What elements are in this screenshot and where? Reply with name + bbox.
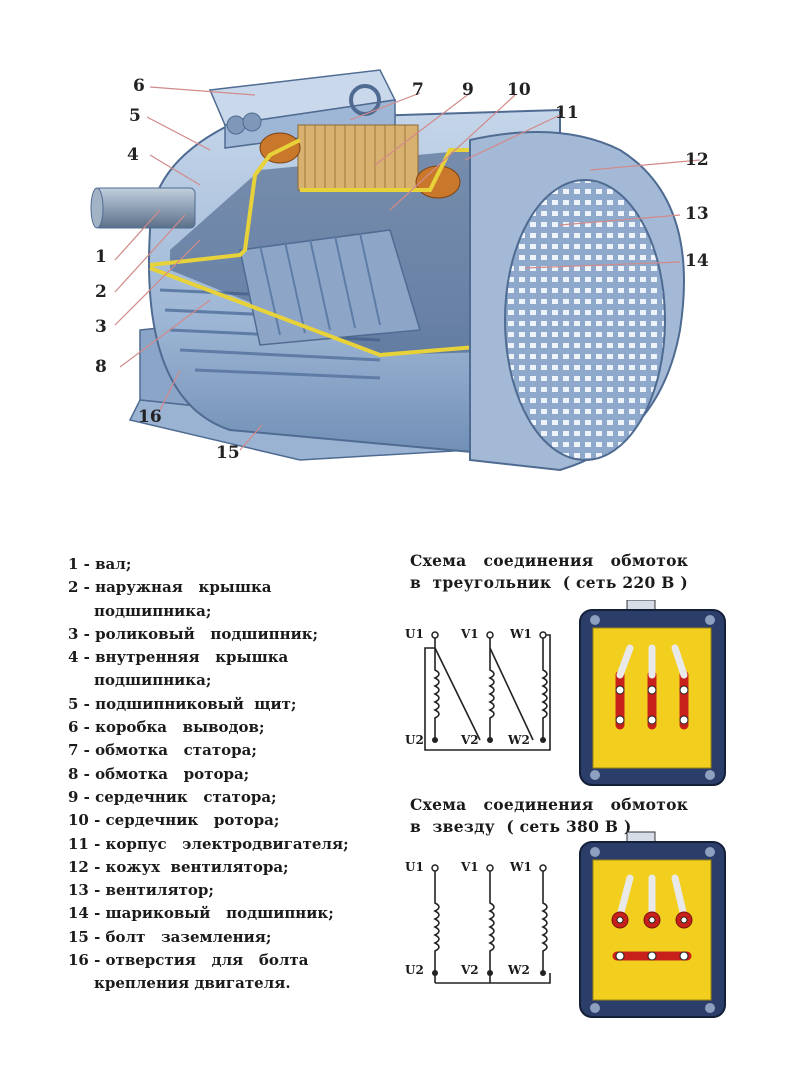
delta-label-w1: W1 — [510, 627, 532, 641]
motor-cutaway-illustration — [90, 69, 701, 472]
legend-item-text: внутренняя крышка — [95, 648, 289, 667]
legend-item-number: 7 - — [68, 741, 96, 760]
legend-item: 6 - коробка выводов; — [68, 716, 388, 739]
star-label-w2: W2 — [508, 963, 530, 977]
legend-item-number: 1 - — [68, 555, 96, 573]
star-coils — [433, 868, 551, 984]
legend-item: 8 - обмотка ротора; — [68, 763, 388, 786]
legend-item-text: вал; — [95, 555, 132, 573]
legend-item-number: 4 - — [68, 648, 96, 667]
callout-9: 9 — [462, 80, 474, 100]
legend-item-number: 16 - — [68, 951, 106, 970]
legend-item: 4 - внутренняя крышка — [68, 646, 388, 669]
legend-item-text: вентилятор; — [105, 881, 214, 900]
legend-item-number: 13 - — [68, 881, 106, 900]
delta-label-w2: W2 — [508, 733, 530, 747]
delta-label-v1: V1 — [461, 627, 479, 641]
legend-item: 12 - кожух вентилятора; — [68, 856, 388, 879]
legend-item-text: коробка выводов; — [95, 718, 265, 737]
legend-item-number: 12 - — [68, 857, 106, 876]
legend-item: 14 - шариковый подшипник; — [68, 902, 388, 925]
legend-item-number: 2 - — [68, 578, 96, 597]
legend-item-number: 11 - — [68, 834, 106, 853]
legend-item-text: корпус электродвигателя; — [105, 834, 349, 853]
delta-wiring-diagram — [424, 600, 726, 786]
delta-scheme-title-line2: в треугольник ( сеть 220 В ) — [410, 573, 689, 592]
delta-scheme-title-line1: Схема соединения обмоток — [410, 551, 689, 570]
legend-item: 3 - роликовый подшипник; — [68, 623, 388, 646]
legend-item-text: сердечник ротора; — [105, 811, 280, 830]
fan-cover — [469, 131, 685, 472]
callout-1: 1 — [95, 247, 107, 267]
legend-item: 10 - сердечник ротора; — [68, 809, 388, 832]
star-scheme-title-line2: в звезду ( сеть 380 В ) — [410, 817, 632, 836]
callout-5: 5 — [129, 106, 141, 126]
star-scheme-title-line1: Схема соединения обмоток — [410, 795, 689, 814]
legend-item-number: 10 - — [68, 811, 106, 830]
legend-item-continuation: подшипника; — [94, 671, 212, 690]
callout-7: 7 — [412, 80, 424, 100]
callout-6: 6 — [133, 76, 145, 96]
callout-8: 8 — [95, 357, 107, 377]
star-label-w1: W1 — [510, 860, 532, 874]
legend-item-number: 5 - — [68, 694, 96, 713]
legend-item: 2 - наружная крышка — [68, 576, 388, 599]
delta-label-u2: U2 — [405, 733, 424, 747]
legend-item-number: 3 - — [68, 624, 96, 643]
legend-item-number: 15 - — [68, 927, 106, 946]
legend-item: 1 - вал; — [68, 553, 388, 576]
legend-item-text: кожух вентилятора; — [105, 857, 289, 876]
legend-item-text: подшипниковый щит; — [95, 694, 297, 713]
legend-item-number: 8 - — [68, 764, 96, 783]
legend-item-text: сердечник статора; — [95, 787, 277, 806]
callout-15: 15 — [216, 443, 240, 463]
shaft — [90, 187, 196, 229]
legend-item-text: обмотка ротора; — [95, 764, 250, 783]
delta-terminal-box — [579, 600, 726, 786]
legend-item-text: болт заземления; — [105, 927, 272, 946]
legend-item: 16 - отверстия для болта — [68, 949, 388, 972]
star-terminal-box — [579, 831, 726, 1018]
legend-item: 15 - болт заземления; — [68, 926, 388, 949]
callout-10: 10 — [507, 80, 531, 100]
callout-12: 12 — [685, 150, 709, 170]
star-label-v1: V1 — [461, 860, 479, 874]
callout-14: 14 — [685, 251, 709, 271]
legend-item: 9 - сердечник статора; — [68, 786, 388, 809]
delta-label-u1: U1 — [405, 627, 424, 641]
legend-item-text: отверстия для болта — [105, 951, 309, 970]
legend-item-number: 9 - — [68, 787, 96, 806]
legend-item-continuation: крепления двигателя. — [94, 974, 291, 993]
callout-11: 11 — [555, 103, 579, 123]
leader-lines — [114, 86, 701, 451]
legend-item-text: обмотка статора; — [95, 741, 257, 760]
legend-item-text: наружная крышка — [95, 578, 272, 597]
legend-item-number: 14 - — [68, 904, 106, 923]
delta-coils — [424, 634, 551, 751]
legend-item-number: 6 - — [68, 718, 96, 737]
star-wiring-diagram — [431, 831, 726, 1018]
callout-13: 13 — [685, 204, 709, 224]
legend-item-text: шариковый подшипник; — [105, 904, 334, 923]
legend-item-continuation: подшипника; — [94, 601, 212, 620]
legend-item: 7 - обмотка статора; — [68, 739, 388, 762]
callout-4: 4 — [127, 145, 139, 165]
callout-3: 3 — [95, 317, 107, 337]
star-label-v2: V2 — [461, 963, 479, 977]
callout-2: 2 — [95, 282, 107, 302]
star-label-u1: U1 — [405, 860, 424, 874]
legend-item: 5 - подшипниковый щит; — [68, 693, 388, 716]
star-label-u2: U2 — [405, 963, 424, 977]
callout-16: 16 — [138, 407, 162, 427]
legend-item: 11 - корпус электродвигателя; — [68, 833, 388, 856]
legend-item: 13 - вентилятор; — [68, 879, 388, 902]
delta-label-v2: V2 — [461, 733, 479, 747]
legend-item-text: роликовый подшипник; — [95, 624, 319, 643]
